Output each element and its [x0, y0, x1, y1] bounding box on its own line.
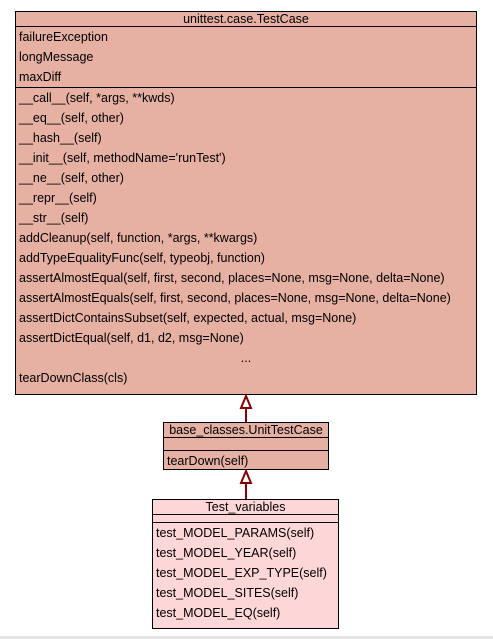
- method-row: assertAlmostEqual(self, first, second, p…: [19, 271, 445, 285]
- class-box-unittestcase[interactable]: base_classes.UnitTestCase tearDown(self): [163, 422, 329, 470]
- attributes-section: [164, 438, 328, 451]
- inheritance-arrowhead-icon: [239, 468, 253, 484]
- method-row: __repr__(self): [19, 191, 97, 205]
- method-row: assertAlmostEquals(self, first, second, …: [19, 291, 451, 305]
- method-row: assertDictContainsSubset(self, expected,…: [19, 311, 357, 325]
- inheritance-arrowhead-icon: [239, 393, 253, 409]
- method-row: test_MODEL_EQ(self): [156, 606, 281, 620]
- method-row: addTypeEqualityFunc(self, typeobj, funct…: [19, 251, 265, 265]
- method-row: __hash__(self): [19, 131, 102, 145]
- method-row: tearDownClass(cls): [19, 371, 128, 385]
- methods-section: __call__(self, *args, **kwds) __eq__(sel…: [16, 88, 476, 388]
- ellipsis: ...: [240, 351, 252, 365]
- method-row: __ne__(self, other): [19, 171, 124, 185]
- methods-section: tearDown(self): [164, 451, 328, 471]
- bottom-border-strip: [0, 636, 493, 639]
- class-title: base_classes.UnitTestCase: [164, 423, 328, 438]
- attributes-section: failureException longMessage maxDiff: [16, 27, 476, 88]
- inheritance-edge-unittestcase-to-testcase: [239, 393, 253, 422]
- attribute-row: failureException: [19, 30, 108, 44]
- attribute-row: maxDiff: [19, 70, 62, 84]
- method-row: test_MODEL_EXP_TYPE(self): [156, 566, 327, 580]
- method-row: test_MODEL_PARAMS(self): [156, 526, 315, 540]
- class-box-testcase[interactable]: unittest.case.TestCase failureException …: [15, 11, 477, 395]
- methods-section: test_MODEL_PARAMS(self) test_MODEL_YEAR(…: [153, 523, 338, 623]
- attributes-section: [153, 515, 338, 523]
- method-row: addCleanup(self, function, *args, **kwar…: [19, 231, 258, 245]
- method-row: __init__(self, methodName='runTest'): [19, 151, 226, 165]
- method-row: __eq__(self, other): [19, 111, 124, 125]
- class-box-test-variables[interactable]: Test_variables test_MODEL_PARAMS(self) t…: [152, 499, 339, 629]
- method-row: test_MODEL_YEAR(self): [156, 546, 297, 560]
- inheritance-edge-test-variables-to-unittestcase: [239, 468, 253, 499]
- method-row: __str__(self): [19, 211, 89, 225]
- attribute-row: longMessage: [19, 50, 94, 64]
- class-title: unittest.case.TestCase: [16, 12, 476, 27]
- method-row: tearDown(self): [167, 454, 249, 468]
- method-row: __call__(self, *args, **kwds): [19, 91, 175, 105]
- method-row: test_MODEL_SITES(self): [156, 586, 299, 600]
- class-title: Test_variables: [153, 500, 338, 515]
- method-row: assertDictEqual(self, d1, d2, msg=None): [19, 331, 244, 345]
